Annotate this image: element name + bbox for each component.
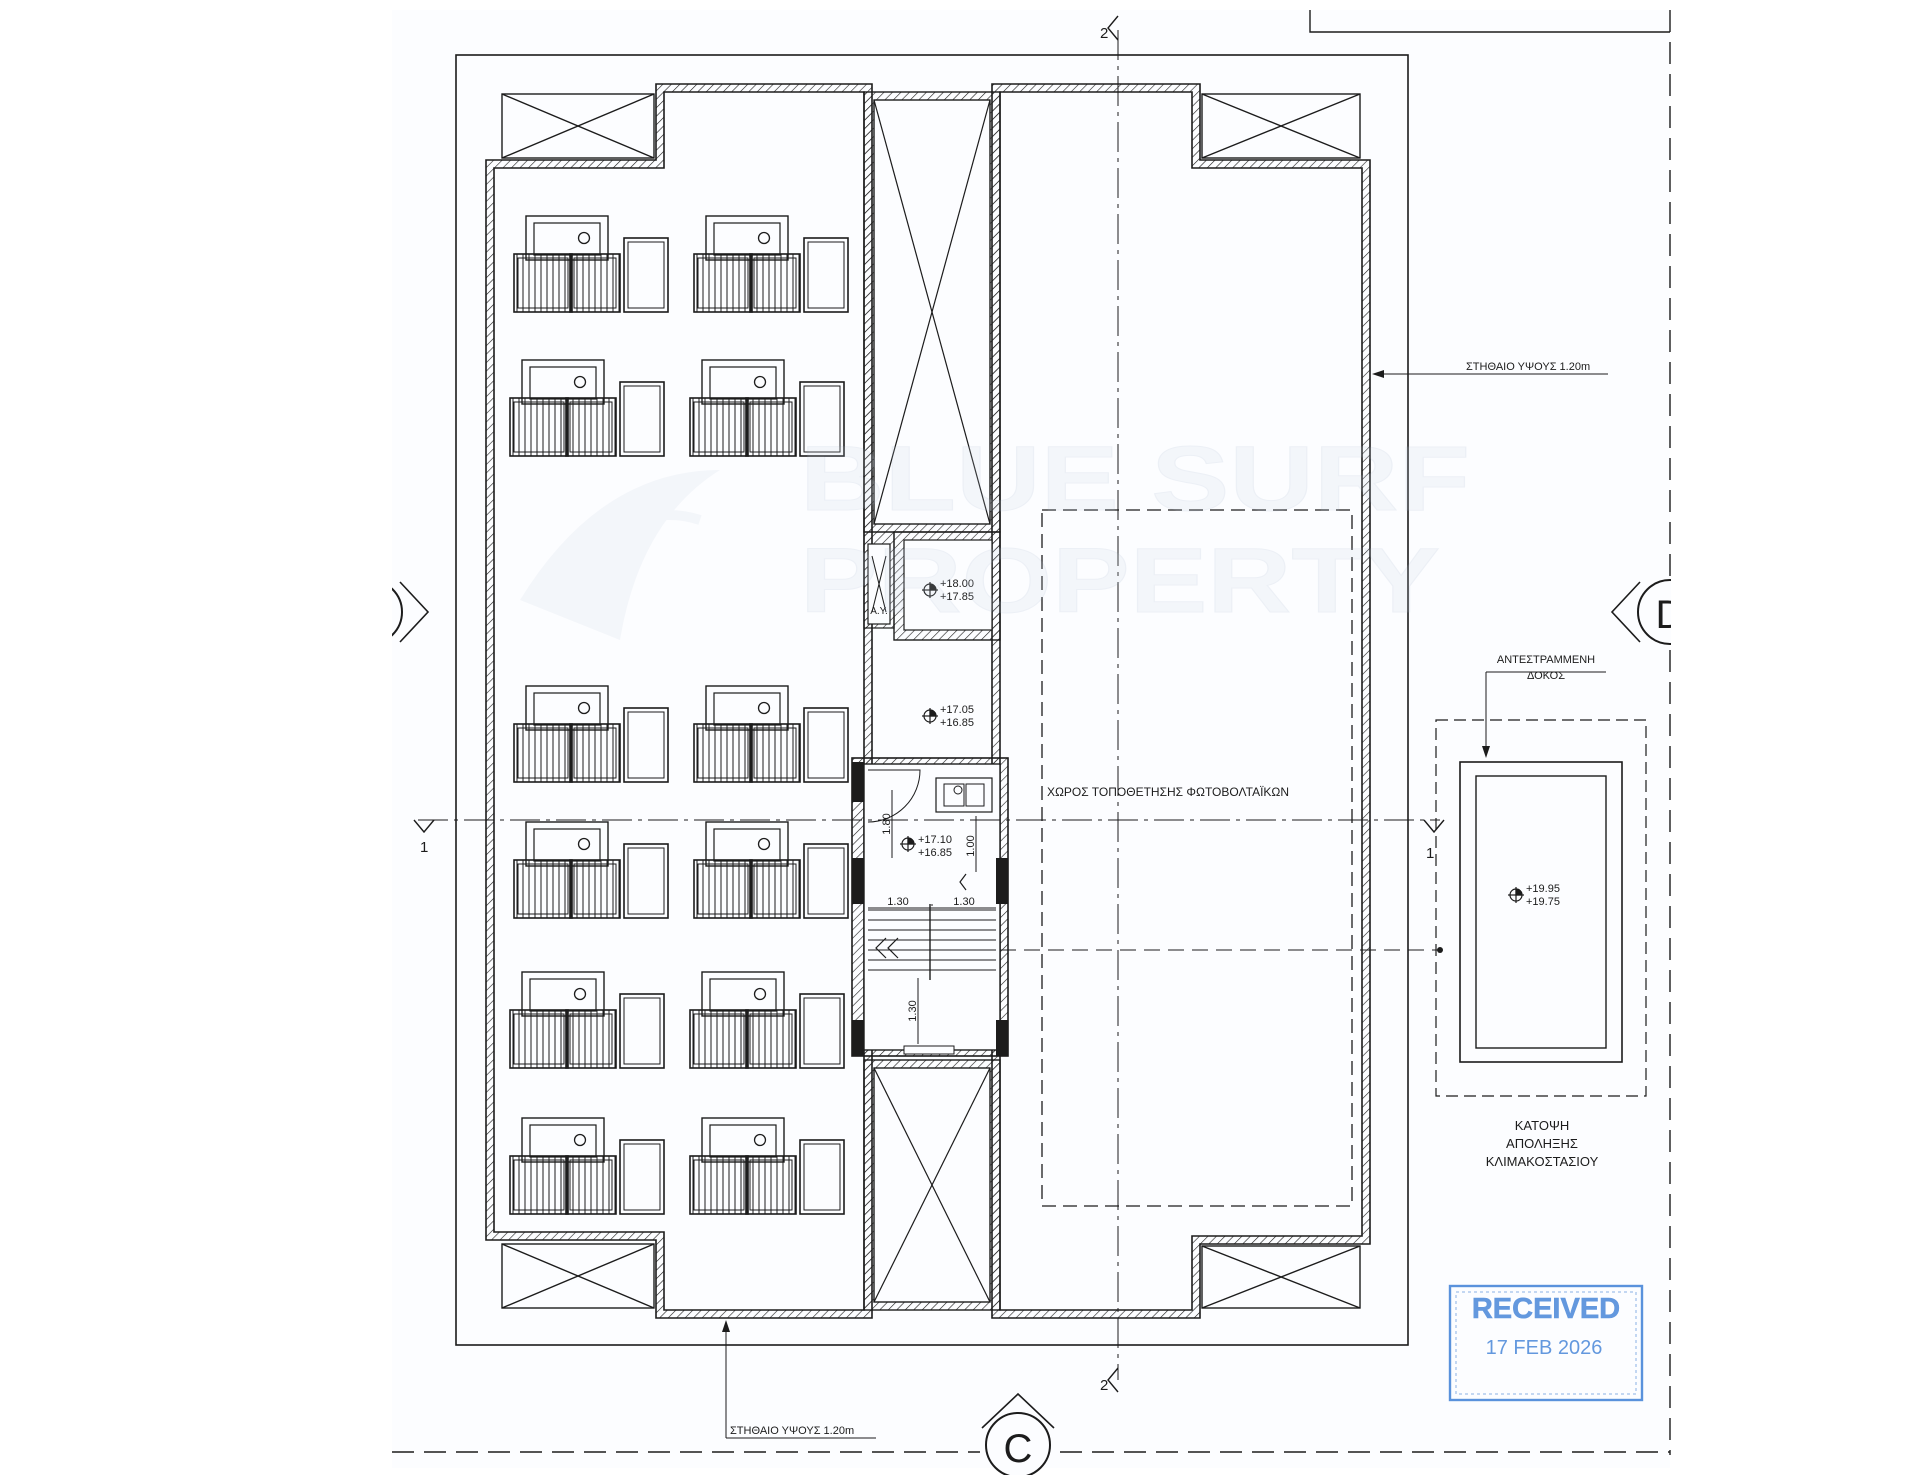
dim-1-30-left: 1.30 [887,896,908,908]
water-tank-tag: Α.Υ. [870,606,888,617]
axis-bubble-d: D [1610,570,1711,654]
watermark-line1: BLUE SURF [800,428,1470,530]
dim-1-00: 1.00 [965,835,977,856]
section-marker-1-right [1423,819,1445,834]
level-stair-roof-bottom: +19.75 [1526,896,1560,908]
stair-roof-plan [1435,671,1647,1097]
parapet-callout-bottom: ΣΤΗΘΑΙΟ ΥΨΟΥΣ 1.20m [722,1320,876,1439]
dimension-lines [868,790,996,1044]
stair-core [851,757,1009,1057]
stamp-title: RECEIVED [1472,1293,1620,1325]
parapet-outline [455,54,1409,1346]
parapet-label-right: ΣΤΗΘΑΙΟ ΥΨΟΥΣ 1.20m [1466,361,1590,373]
received-stamp: RECEIVED 17 FEB 2026 [1448,1284,1644,1402]
dim-1-80: 1.80 [881,813,893,834]
section-marker-2-bottom [1107,1367,1119,1393]
pv-area-label: ΧΩΡΟΣ ΤΟΠΟΘΕΤΗΣΗΣ ΦΩΤΟΒΟΛΤΑΪΚΩΝ [1047,785,1289,799]
stair-plan-title-line3: ΚΛΙΜΑΚΟΣΤΑΣΙΟΥ [1486,1154,1599,1169]
level-landing-bottom: +16.85 [940,717,974,729]
level-stair-roof-top: +19.95 [1526,883,1560,895]
level-shaft-bottom: +17.85 [940,591,974,603]
axis-bubble-left [330,570,430,654]
section-1-left-number: 1 [420,839,428,856]
section-2-top-number: 2 [1100,25,1108,42]
water-tank-shaft: Α.Υ. [863,531,1001,641]
level-stair-top: +17.10 [918,834,952,846]
right-wing-wall [991,83,1371,1319]
inverted-beam-line2: ΔΟΚΟΣ [1527,670,1565,682]
watermark-line2: PROPERTY [800,530,1440,632]
level-landing-top: +17.05 [940,704,974,716]
parapet-label-bottom: ΣΤΗΘΑΙΟ ΥΨΟΥΣ 1.20m [730,1425,854,1437]
level-shaft-top: +18.00 [940,578,974,590]
watermark: BLUE SURF PROPERTY [520,428,1471,640]
section-2-bottom-number: 2 [1100,1377,1108,1394]
section-marker-1-left [413,819,435,834]
title-block-edge [1309,10,1670,33]
stamp-date: 17 FEB 2026 [1486,1337,1603,1359]
stair-plan-title-line1: ΚΑΤΟΨΗ [1515,1118,1569,1133]
axis-bubble-c: C [981,1392,1055,1478]
dim-1-30-right: 1.30 [953,896,974,908]
inverted-beam-line1: ΑΝΤΕΣΤΡΑΜΜΕΝΗ [1497,654,1595,666]
parapet-callout-right: ΣΤΗΘΑΙΟ ΥΨΟΥΣ 1.20m [1372,361,1608,378]
axis-c-label: C [1004,1427,1033,1471]
pv-area-outline [1041,509,1353,1207]
section-1-right-number: 1 [1426,845,1434,862]
dim-1-30-vertical: 1.30 [907,1000,919,1021]
corner-voids [501,93,1361,1309]
level-stair-bottom: +16.85 [918,847,952,859]
top-light-well [863,91,1001,533]
level-markers [900,582,1524,903]
stair-plan-title-line2: ΑΠΟΛΗΞΗΣ [1506,1136,1578,1151]
bottom-light-well [863,1059,1001,1311]
leader-dot [1437,947,1443,953]
section-marker-2-top [1107,15,1119,41]
